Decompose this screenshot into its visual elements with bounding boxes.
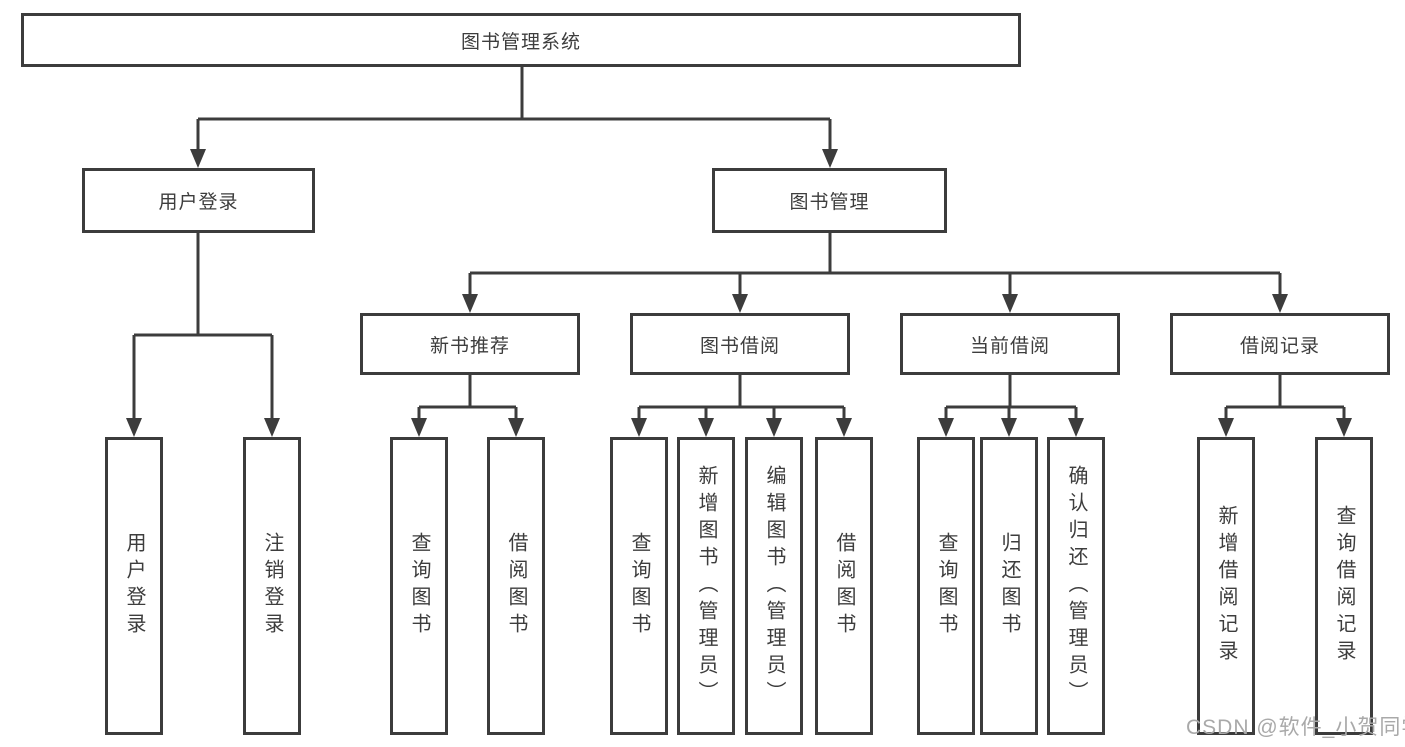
node-leaf-query-borrow-record: 查询借阅记录 — [1315, 437, 1373, 735]
node-new-book-recommend: 新书推荐 — [360, 313, 580, 375]
arrow-icon — [698, 418, 714, 437]
arrow-icon — [411, 418, 427, 437]
node-leaf-add-borrow-record: 新增借阅记录 — [1197, 437, 1255, 735]
arrow-icon — [836, 418, 852, 437]
arrow-icon — [1001, 418, 1017, 437]
node-book-management: 图书管理 — [712, 168, 947, 233]
node-root-system: 图书管理系统 — [21, 13, 1021, 67]
node-label: 注销登录 — [261, 532, 283, 640]
node-label: 借阅图书 — [833, 532, 855, 640]
arrow-icon — [1336, 418, 1352, 437]
arrow-icon — [1002, 294, 1018, 313]
arrow-icon — [732, 294, 748, 313]
node-leaf-confirm-return-admin: 确认归还（管理员） — [1047, 437, 1105, 735]
connector-user-group — [132, 233, 274, 421]
node-label: 编辑图书（管理员） — [763, 464, 785, 708]
node-label: 归还图书 — [998, 532, 1020, 640]
arrow-icon — [190, 149, 206, 168]
arrow-icon — [1272, 294, 1288, 313]
node-leaf-add-book-admin: 新增图书（管理员） — [677, 437, 735, 735]
node-user-login: 用户登录 — [82, 168, 315, 233]
node-leaf-logout: 注销登录 — [243, 437, 301, 735]
node-leaf-return-book: 归还图书 — [980, 437, 1038, 735]
node-borrow-record: 借阅记录 — [1170, 313, 1390, 375]
node-leaf-query-book-2: 查询图书 — [610, 437, 668, 735]
node-label: 查询图书 — [935, 532, 957, 640]
arrow-icon — [126, 418, 142, 437]
arrowheads — [126, 149, 1352, 437]
connector-mgmt-to-level3 — [468, 233, 1282, 297]
node-leaf-edit-book-admin: 编辑图书（管理员） — [745, 437, 803, 735]
arrow-icon — [1068, 418, 1084, 437]
arrow-icon — [1218, 418, 1234, 437]
node-label: 确认归还（管理员） — [1065, 464, 1087, 708]
node-leaf-user-login: 用户登录 — [105, 437, 163, 735]
connector-newbook-group — [417, 375, 518, 421]
node-current-borrow: 当前借阅 — [900, 313, 1120, 375]
arrow-icon — [631, 418, 647, 437]
connector-current-group — [944, 375, 1078, 421]
arrow-icon — [822, 149, 838, 168]
connector-record-group — [1224, 375, 1346, 421]
node-label: 查询图书 — [408, 532, 430, 640]
node-leaf-query-book-3: 查询图书 — [917, 437, 975, 735]
node-leaf-borrow-book-1: 借阅图书 — [487, 437, 545, 735]
connector-root-to-level2 — [196, 67, 832, 152]
arrow-icon — [508, 418, 524, 437]
arrow-icon — [264, 418, 280, 437]
csdn-watermark: CSDN @软件_小贺同学 — [1186, 716, 1405, 739]
arrow-icon — [462, 294, 478, 313]
node-label: 查询借阅记录 — [1333, 505, 1355, 667]
node-label: 用户登录 — [123, 532, 145, 640]
node-leaf-query-book-1: 查询图书 — [390, 437, 448, 735]
connector-borrow-group — [637, 375, 846, 421]
node-book-borrow: 图书借阅 — [630, 313, 850, 375]
node-label: 新增图书（管理员） — [695, 464, 717, 708]
node-label: 查询图书 — [628, 532, 650, 640]
node-label: 新增借阅记录 — [1215, 505, 1237, 667]
node-leaf-borrow-book-2: 借阅图书 — [815, 437, 873, 735]
node-label: 借阅图书 — [505, 532, 527, 640]
arrow-icon — [938, 418, 954, 437]
arrow-icon — [766, 418, 782, 437]
